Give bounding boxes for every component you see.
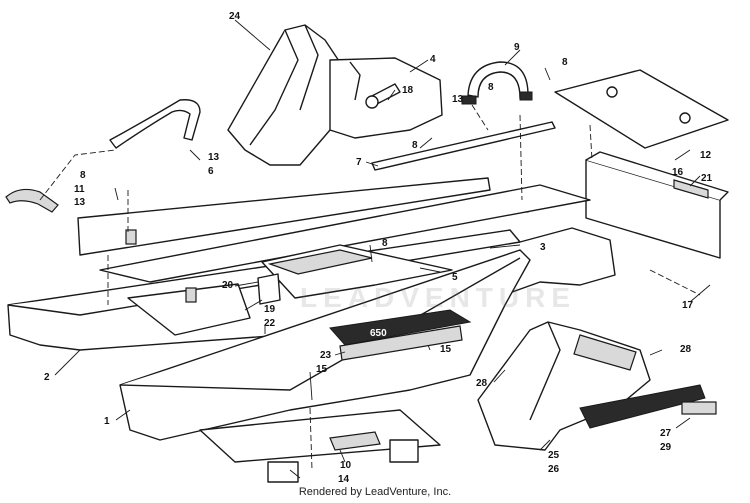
support-plate-part	[127, 283, 251, 336]
callout-8d: 8	[80, 170, 86, 181]
callout-5: 5	[452, 272, 458, 283]
skid-plate-part	[199, 409, 441, 463]
callout-10: 10	[340, 460, 352, 471]
callout-22: 22	[264, 318, 276, 329]
callout-17: 17	[682, 300, 694, 311]
decal-650-text: 650	[370, 328, 387, 339]
callout-13b: 13	[208, 152, 220, 163]
callout-27: 27	[660, 428, 672, 439]
fuel-line-part	[461, 61, 533, 105]
callout-6: 6	[208, 166, 214, 177]
callout-8b: 8	[488, 82, 494, 93]
cross-channel-part	[585, 151, 729, 259]
leader-lines	[39, 19, 711, 479]
callout-21: 21	[701, 173, 713, 184]
callout-1: 1	[104, 416, 110, 427]
callout-28a: 28	[680, 344, 692, 355]
render-credit: Rendered by LeadVenture, Inc.	[298, 486, 452, 498]
callout-labels: 24 4 9 8 18 8 13 8 13 6 7 12 16 21 8 11 …	[44, 11, 713, 485]
emblem-part	[579, 384, 717, 429]
callout-25: 25	[548, 450, 560, 461]
callout-7: 7	[356, 157, 362, 168]
bracket-14-part	[267, 439, 419, 483]
callout-24: 24	[229, 11, 241, 22]
callout-11: 11	[74, 184, 85, 195]
callout-4: 4	[430, 54, 436, 65]
bracket-part	[257, 273, 281, 305]
floor-tray-part	[261, 244, 453, 299]
callout-28b: 28	[476, 378, 488, 389]
callout-19: 19	[264, 304, 276, 315]
callout-8c: 8	[412, 140, 418, 151]
console-part	[477, 321, 651, 451]
callout-13a: 13	[452, 94, 464, 105]
callout-29: 29	[660, 442, 672, 453]
callout-8e: 8	[382, 238, 388, 249]
callout-12: 12	[700, 150, 712, 161]
top-plate-part	[554, 69, 729, 149]
callout-9: 9	[514, 42, 520, 53]
callout-8a: 8	[562, 57, 568, 68]
hose-part	[5, 99, 201, 213]
callout-15a: 15	[440, 344, 452, 355]
side-panel-part: 650	[119, 249, 531, 441]
shaft-part	[365, 83, 401, 109]
callout-15b: 15	[316, 364, 328, 375]
callout-23: 23	[320, 350, 332, 361]
callout-14: 14	[338, 474, 350, 485]
callout-3: 3	[540, 242, 546, 253]
strip-part	[371, 121, 556, 171]
callout-16: 16	[672, 167, 684, 178]
steering-support-part	[227, 24, 353, 166]
callout-2: 2	[44, 372, 50, 383]
callout-26: 26	[548, 464, 560, 475]
callout-13c: 13	[74, 197, 86, 208]
callout-18: 18	[402, 85, 414, 96]
callout-20: 20	[222, 280, 234, 291]
